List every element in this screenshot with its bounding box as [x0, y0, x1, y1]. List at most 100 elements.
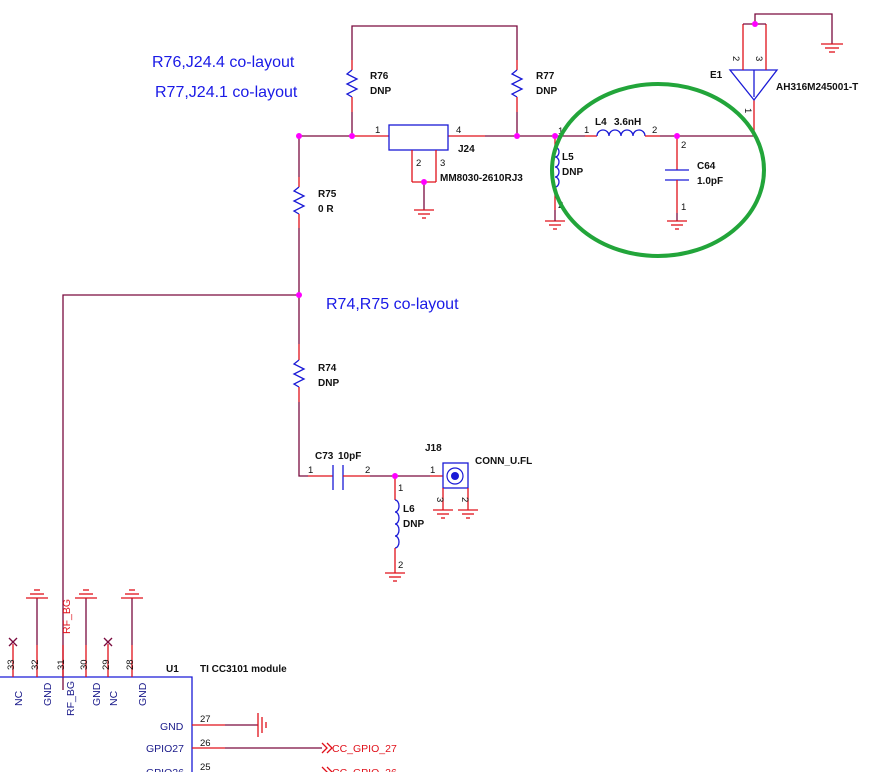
l4-ref: L4 [595, 117, 607, 128]
u1-pin-27: GND 27 [160, 714, 258, 733]
svg-text:GPIO26: GPIO26 [146, 767, 184, 772]
svg-text:CC_GPIO_26: CC_GPIO_26 [332, 767, 397, 772]
note-r76-j24: R76,J24.4 co-layout [152, 54, 295, 71]
resistor-r74[interactable]: R74 DNP [292, 344, 339, 402]
ground-icon [545, 210, 565, 230]
ground-icon [414, 209, 434, 219]
r77-value: DNP [536, 86, 557, 97]
antenna-e1[interactable]: 2 3 1 E1 AH316M245001-T [710, 13, 858, 136]
j24-value: MM8030-2610RJ3 [440, 173, 523, 184]
resistor-r77[interactable]: R77 DNP [510, 60, 557, 136]
svg-text:27: 27 [200, 714, 211, 725]
capacitor-c64[interactable]: 2 1 C64 1.0pF [665, 136, 723, 213]
ground-icon [385, 572, 405, 582]
r76-ref: R76 [370, 71, 389, 82]
ground-icon [821, 43, 843, 53]
c64-pin2: 2 [681, 140, 686, 151]
e1-ref: E1 [710, 70, 723, 81]
ground-icon [433, 509, 453, 519]
j18-pin2: 2 [459, 497, 470, 502]
svg-text:GND: GND [137, 682, 149, 706]
r75-value: 0 R [318, 204, 334, 215]
junction-dot [296, 133, 302, 139]
junction-dot [752, 21, 758, 27]
connector-j18[interactable]: 1 3 2 J18 CONN_U.FL [425, 443, 532, 510]
note-r74-r75: R74,R75 co-layout [326, 296, 459, 313]
capacitor-c73[interactable]: 1 2 C73 10pF [308, 451, 370, 490]
svg-text:GND: GND [160, 721, 184, 733]
u1-pin-32: 32 GND [30, 598, 54, 706]
junction-dot [349, 133, 355, 139]
u1-pin-26: GPIO27 26 [146, 738, 322, 755]
j24-pin3: 3 [440, 158, 445, 169]
r74-c73-wire [298, 402, 308, 477]
e1-pin3: 3 [753, 56, 764, 61]
ground-icon [75, 589, 97, 599]
u1-pin-29: 29 NC [101, 637, 120, 706]
c73-pin1: 1 [308, 465, 313, 476]
u1-pin-28: 28 GND [125, 598, 149, 706]
l5-pin1: 1 [558, 126, 563, 137]
l6-ref: L6 [403, 504, 415, 515]
junction-dot [674, 133, 680, 139]
junction-dot [552, 133, 558, 139]
svg-text:GND: GND [42, 682, 54, 706]
r74-value: DNP [318, 378, 339, 389]
l6-pin2: 2 [398, 560, 403, 571]
l5-ref: L5 [562, 152, 574, 163]
l6-value: DNP [403, 519, 424, 530]
c64-value: 1.0pF [697, 176, 723, 187]
connector-j24[interactable]: 1 4 2 3 J24 MM8030-2610RJ3 [375, 124, 523, 210]
c73-ref: C73 [315, 451, 334, 462]
svg-text:GND: GND [91, 682, 103, 706]
svg-text:26: 26 [200, 738, 211, 749]
j18-ref: J18 [425, 443, 442, 454]
j24-pin1: 1 [375, 125, 380, 136]
junction-dot [296, 292, 302, 298]
svg-text:NC: NC [108, 690, 120, 706]
l6-pin1: 1 [398, 483, 403, 494]
svg-text:30: 30 [79, 659, 90, 670]
junction-dot [514, 133, 520, 139]
ground-icon [667, 213, 687, 230]
ground-icon [458, 509, 478, 519]
j24-pin2: 2 [416, 158, 421, 169]
c73-pin2: 2 [365, 465, 370, 476]
r74-ref: R74 [318, 363, 337, 374]
j18-pin3: 3 [434, 497, 445, 502]
junction-dot [421, 179, 427, 185]
ground-icon [257, 713, 267, 737]
ground-icon [121, 589, 143, 599]
c64-ref: C64 [697, 161, 716, 172]
net-rf-bg: RF_BG [61, 599, 73, 634]
e1-pin1: 1 [742, 108, 753, 113]
ground-icon [26, 589, 48, 599]
u1-ref: U1 [166, 664, 179, 675]
inductor-l4[interactable]: 1 2 L4 3.6nH [555, 117, 660, 137]
c73-value: 10pF [338, 451, 361, 462]
resistor-r75[interactable]: R75 0 R [292, 136, 337, 228]
svg-text:CC_GPIO_27: CC_GPIO_27 [332, 743, 397, 755]
j24-ref: J24 [458, 144, 475, 155]
inductor-l6[interactable]: 1 2 L6 DNP [394, 476, 424, 573]
svg-text:25: 25 [200, 762, 211, 772]
junction-dot [392, 473, 398, 479]
u1-pin-30: 30 GND [79, 598, 103, 706]
net-cc-gpio-27[interactable]: CC_GPIO_27 [321, 742, 397, 755]
junctions [296, 21, 758, 479]
svg-text:28: 28 [125, 659, 136, 670]
rf-bg-wire [62, 294, 299, 690]
net-cc-gpio-26[interactable]: CC_GPIO_26 [321, 766, 397, 772]
r77-ref: R77 [536, 71, 555, 82]
l4-pin2: 2 [652, 125, 657, 136]
r76-value: DNP [370, 86, 391, 97]
svg-text:33: 33 [6, 659, 17, 670]
module-u1[interactable]: U1 TI CC3101 module [0, 664, 287, 772]
r75-ref: R75 [318, 189, 337, 200]
e1-value: AH316M245001-T [776, 82, 858, 93]
resistor-r76[interactable]: R76 DNP [345, 60, 391, 136]
e1-pin2: 2 [730, 56, 741, 61]
svg-text:31: 31 [56, 659, 67, 670]
svg-text:29: 29 [101, 659, 112, 670]
